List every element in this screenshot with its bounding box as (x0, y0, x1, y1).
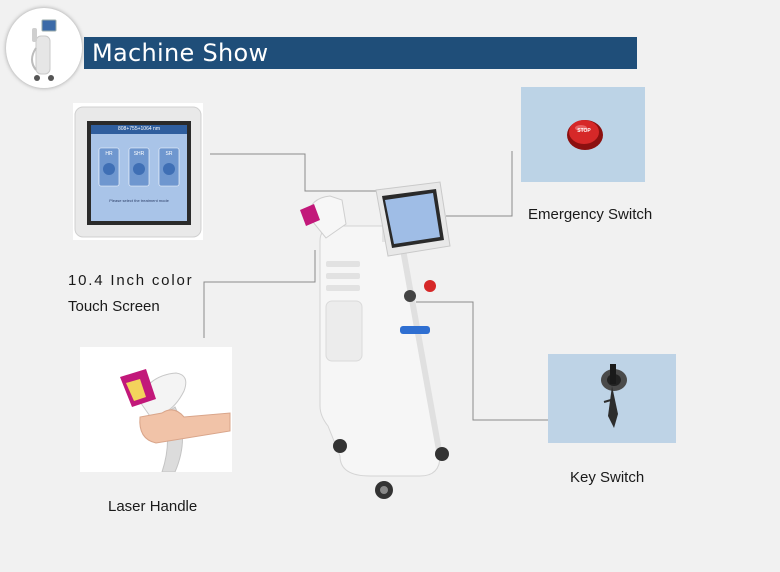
emergency-stop-icon (521, 87, 645, 182)
screen-wavelength-text: 808+755+1064 nm (118, 126, 160, 132)
stop-button-text: STOP (577, 128, 591, 134)
touch-screen-photo: 808+755+1064 nm HR SHR SR Please select … (73, 103, 203, 240)
screen-mode-hr: HR (105, 151, 113, 157)
touch-screen-label-line2: Touch Screen (68, 298, 160, 315)
screen-mode-sr: SR (165, 151, 173, 157)
laser-handle-image (80, 347, 232, 473)
emergency-switch-photo: STOP (521, 87, 645, 182)
key-switch-photo (548, 354, 676, 443)
screen-prompt-text: Please select the treatment mode (109, 198, 169, 203)
emergency-switch-label: Emergency Switch (528, 206, 653, 223)
laser-handle-label: Laser Handle (108, 498, 198, 515)
header-product-thumbnail (6, 8, 82, 88)
touch-screen-image (74, 106, 202, 238)
touch-screen-label-line1: 10.4 Inch color (68, 272, 194, 289)
title-banner (84, 37, 637, 69)
key-switch-label: Key Switch (570, 469, 645, 486)
laser-machine-image (300, 181, 451, 499)
screen-mode-shr: SHR (133, 151, 145, 157)
laser-handle-photo (80, 347, 232, 473)
thumbnail-machine-icon (31, 19, 57, 81)
page-title: Machine Show (92, 39, 269, 67)
key-icon (548, 354, 676, 443)
